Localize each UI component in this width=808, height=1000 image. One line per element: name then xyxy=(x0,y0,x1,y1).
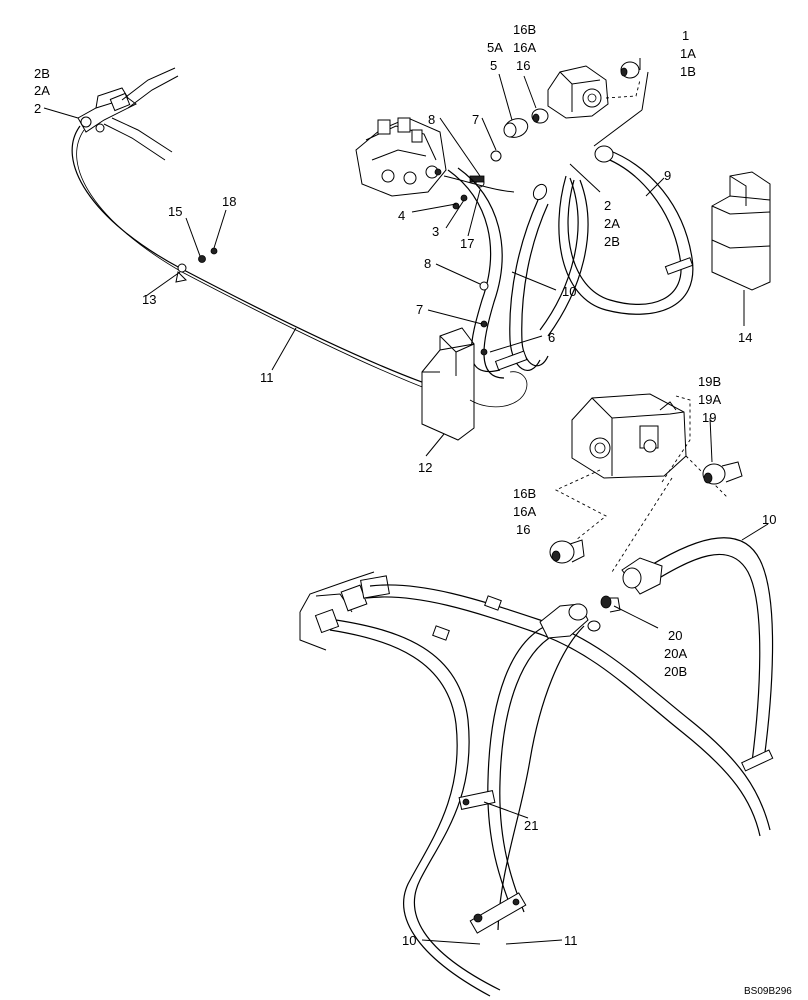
adapter-16-mid xyxy=(549,539,585,564)
callout-12: 12 xyxy=(418,460,432,475)
callout-16a-top: 16A xyxy=(513,40,536,55)
clamp-6 xyxy=(480,348,528,371)
hose-clamp-9 xyxy=(664,257,694,275)
top-left-connector-assembly xyxy=(77,67,179,161)
fitting-20 xyxy=(600,595,621,613)
callout-15: 15 xyxy=(168,204,182,219)
callout-19b: 19B xyxy=(698,374,721,389)
callout-2-mid: 2 xyxy=(604,198,611,213)
callout-16b-mid: 16B xyxy=(513,486,536,501)
callout-20b: 20B xyxy=(664,664,687,679)
lower-hose-assembly xyxy=(299,537,774,997)
cable-box-14 xyxy=(711,171,771,291)
drawing-code: BS09B296 xyxy=(744,986,792,997)
callout-20a: 20A xyxy=(664,646,687,661)
callout-18: 18 xyxy=(222,194,236,209)
callout-20: 20 xyxy=(668,628,682,643)
leader-lines xyxy=(43,58,769,945)
callout-19a: 19A xyxy=(698,392,721,407)
fitting-1 xyxy=(620,61,640,79)
fitting-group-3-4-17 xyxy=(443,150,515,210)
control-valve-block xyxy=(355,117,447,197)
callout-10-upper: 10 xyxy=(562,284,576,299)
callout-10-right: 10 xyxy=(762,512,776,527)
callout-16a-mid: 16A xyxy=(513,504,536,519)
adapter-16-top xyxy=(531,108,549,124)
callout-5a: 5A xyxy=(487,40,503,55)
callout-19: 19 xyxy=(702,410,716,425)
callout-17: 17 xyxy=(460,236,474,251)
callout-8-upper: 8 xyxy=(428,112,435,127)
callout-4: 4 xyxy=(398,208,405,223)
callout-3: 3 xyxy=(432,224,439,239)
fitting-19 xyxy=(702,461,743,485)
callout-16-mid: 16 xyxy=(516,522,530,537)
hose-9 xyxy=(567,155,682,306)
callout-9: 9 xyxy=(664,168,671,183)
callout-16-top: 16 xyxy=(516,58,530,73)
callout-11-bottom: 11 xyxy=(564,933,578,948)
callout-7-lower: 7 xyxy=(416,302,423,317)
callout-13: 13 xyxy=(142,292,156,307)
callout-8-lower: 8 xyxy=(424,256,431,271)
hydraulic-pump-middle xyxy=(571,393,687,479)
callout-labels: 2B 2A 2 16B 5A 16A 5 16 1 1A 1B 8 7 9 2 … xyxy=(34,22,792,997)
cable-box-12 xyxy=(421,327,528,441)
callout-14: 14 xyxy=(738,330,752,345)
callout-1a: 1A xyxy=(680,46,696,61)
callout-16b-top: 16B xyxy=(513,22,536,37)
callout-2a-top-left: 2A xyxy=(34,83,50,98)
callout-6: 6 xyxy=(548,330,555,345)
callout-21: 21 xyxy=(524,818,538,833)
hose-10-upper xyxy=(447,169,501,373)
callout-1: 1 xyxy=(682,28,689,43)
callout-2b-top-left: 2B xyxy=(34,66,50,81)
callout-11-upper: 11 xyxy=(260,370,274,385)
callout-1b: 1B xyxy=(680,64,696,79)
hydraulic-motor-top xyxy=(547,65,609,119)
callout-10-bottom: 10 xyxy=(402,933,416,948)
callout-5: 5 xyxy=(490,58,497,73)
elbow-fitting-5 xyxy=(503,118,529,138)
callout-2-top-left: 2 xyxy=(34,101,41,116)
callout-2b-mid: 2B xyxy=(604,234,620,249)
callout-2a-mid: 2A xyxy=(604,216,620,231)
callout-7-upper: 7 xyxy=(472,112,479,127)
